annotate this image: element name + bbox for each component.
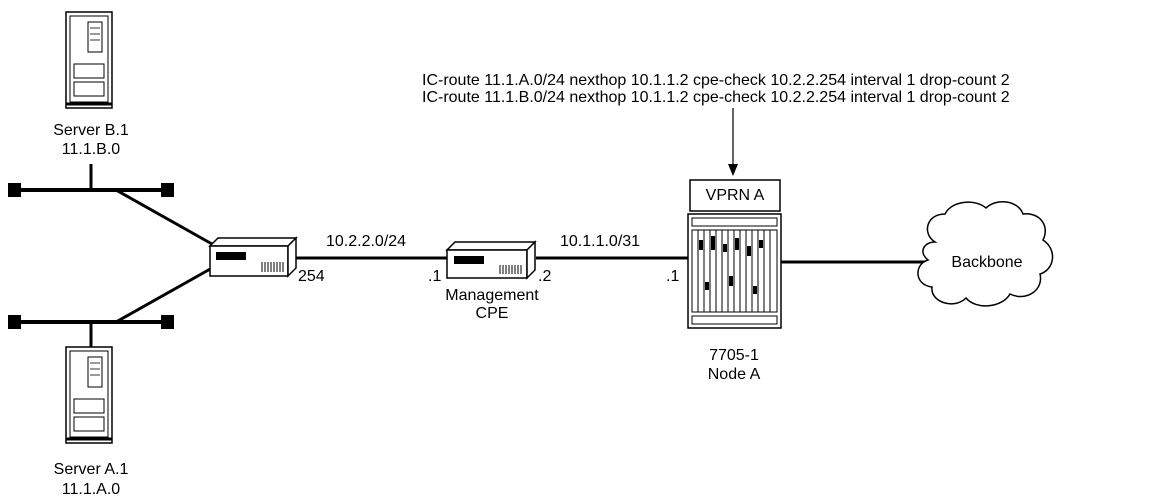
vprn-label: VPRN A bbox=[705, 187, 765, 204]
lan-bus-a bbox=[8, 266, 213, 347]
server-a-subnet: 11.1.A.0 bbox=[61, 481, 121, 498]
chassis-icon bbox=[687, 213, 782, 329]
server-a-name: Server A.1 bbox=[53, 461, 129, 478]
node-label-line-1: 7705-1 bbox=[709, 347, 759, 364]
lan-bus-b bbox=[8, 164, 213, 246]
vprn-box bbox=[689, 179, 781, 212]
annotation-line-2: IC-route 11.1.B.0/24 nexthop 10.1.1.2 cp… bbox=[422, 89, 1010, 106]
router-icon bbox=[208, 236, 298, 278]
cpe-label-line-2: CPE bbox=[475, 305, 509, 322]
node-label-line-2: Node A bbox=[707, 366, 761, 383]
server-b-icon bbox=[65, 11, 113, 109]
link-lan-label: 10.2.2.0/24 bbox=[326, 233, 407, 250]
cpe-lan-interface-label: .1 bbox=[428, 268, 442, 285]
cloud-label: Backbone bbox=[951, 254, 1023, 271]
link-wan-label: 10.1.1.0/31 bbox=[560, 233, 641, 250]
router-interface-label: 254 bbox=[298, 268, 325, 285]
cpe-router-icon bbox=[445, 240, 537, 280]
annotation-line-1: IC-route 11.1.A.0/24 nexthop 10.1.1.2 cp… bbox=[422, 72, 1010, 89]
cloud-icon bbox=[917, 201, 1054, 307]
cpe-wan-interface-label: .2 bbox=[538, 268, 552, 285]
node-interface-label: .1 bbox=[666, 268, 680, 285]
annotation-arrow bbox=[728, 108, 738, 176]
server-b-name: Server B.1 bbox=[53, 122, 129, 139]
server-b-subnet: 11.1.B.0 bbox=[61, 141, 121, 158]
cpe-label-line-1: Management bbox=[445, 287, 539, 304]
server-a-icon bbox=[65, 346, 113, 444]
